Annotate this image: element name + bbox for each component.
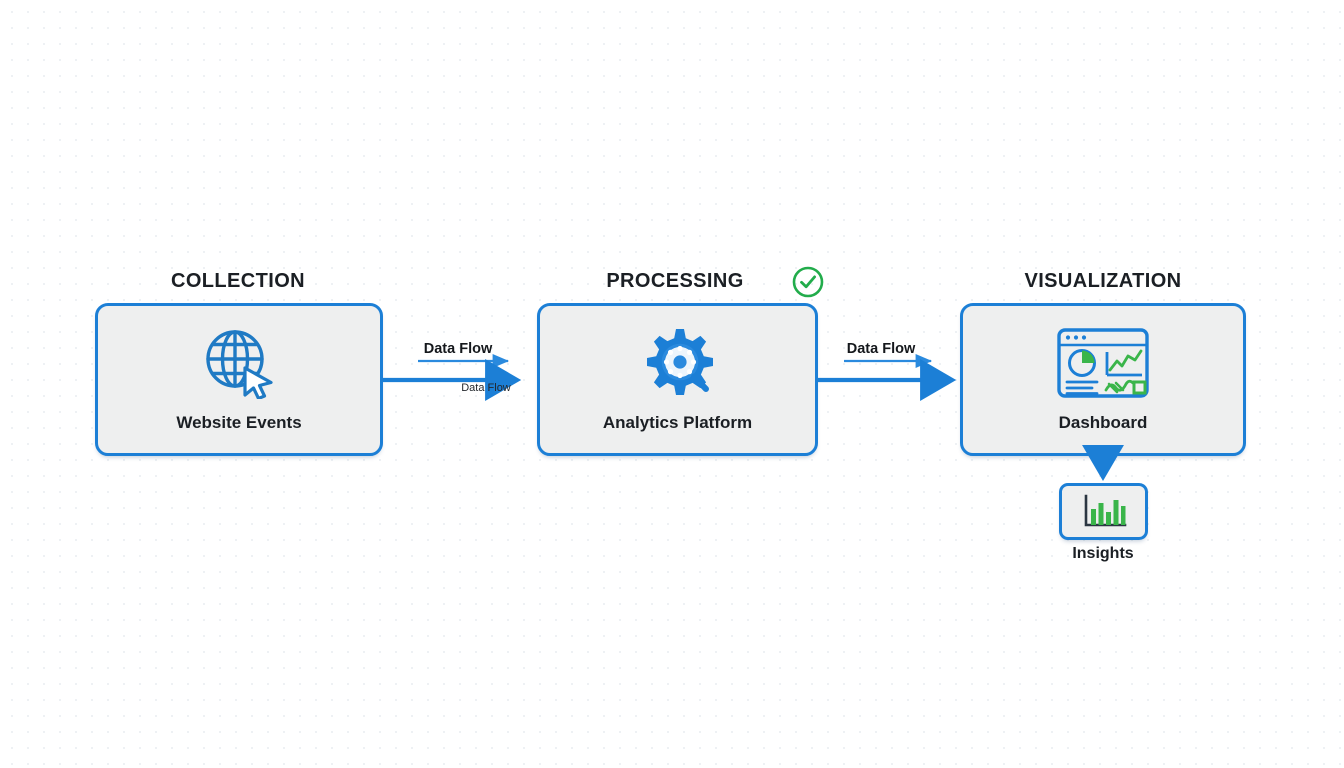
- edge-label-collection-to-processing-primary: Data Flow: [423, 341, 493, 357]
- gear-magnifier-icon: [641, 327, 715, 399]
- node-label-analytics-platform: Analytics Platform: [602, 412, 753, 432]
- bar-chart-icon: [1084, 494, 1126, 526]
- edge-processing-to-visualization: [818, 353, 957, 401]
- node-label-insights: Insights: [1072, 545, 1134, 562]
- stage-title-visualization: VISUALIZATION: [1024, 270, 1182, 292]
- node-label-website-events: Website Events: [176, 412, 302, 432]
- edge-collection-to-processing: [380, 353, 522, 401]
- node-dashboard[interactable]: Dashboard: [960, 303, 1246, 456]
- globe-cursor-icon: [201, 327, 277, 399]
- processing-status-badge: [791, 265, 825, 304]
- node-insights[interactable]: [1059, 483, 1148, 540]
- dashboard-window-icon: [1056, 327, 1150, 399]
- node-analytics-platform[interactable]: Analytics Platform: [537, 303, 818, 456]
- node-website-events[interactable]: Website Events: [95, 303, 383, 456]
- edge-label-collection-to-processing-secondary: Data Flow: [461, 382, 511, 394]
- edge-label-processing-to-visualization-primary: Data Flow: [846, 341, 916, 357]
- edge-dashboard-to-insights: [1082, 444, 1124, 482]
- stage-title-processing: PROCESSING: [606, 270, 744, 292]
- stage-title-collection: COLLECTION: [171, 270, 305, 292]
- node-label-dashboard: Dashboard: [1058, 412, 1148, 432]
- check-circle-icon: [792, 266, 824, 298]
